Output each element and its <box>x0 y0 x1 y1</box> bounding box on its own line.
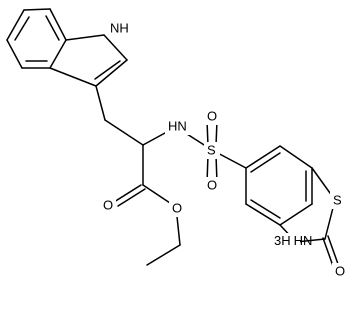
atom-label-sulfonamide-nh: HN <box>168 118 187 133</box>
atom-label-sulfonyl-sulfur: S <box>207 142 216 157</box>
atom-label-thiazolone-oxygen: O <box>335 263 345 278</box>
atom-label-indole-nh: NH <box>110 20 129 35</box>
atom-label-sulfonyl-oxygen-bottom: O <box>207 177 217 192</box>
atom-label-sulfonyl-oxygen-top: O <box>207 108 217 123</box>
atom-label-thiazole-sulfur: S <box>333 192 342 207</box>
bond-lines <box>6 8 339 267</box>
atom-label-carbonyl-oxygen: O <box>103 197 113 212</box>
atom-label-ester-oxygen: O <box>172 200 182 215</box>
